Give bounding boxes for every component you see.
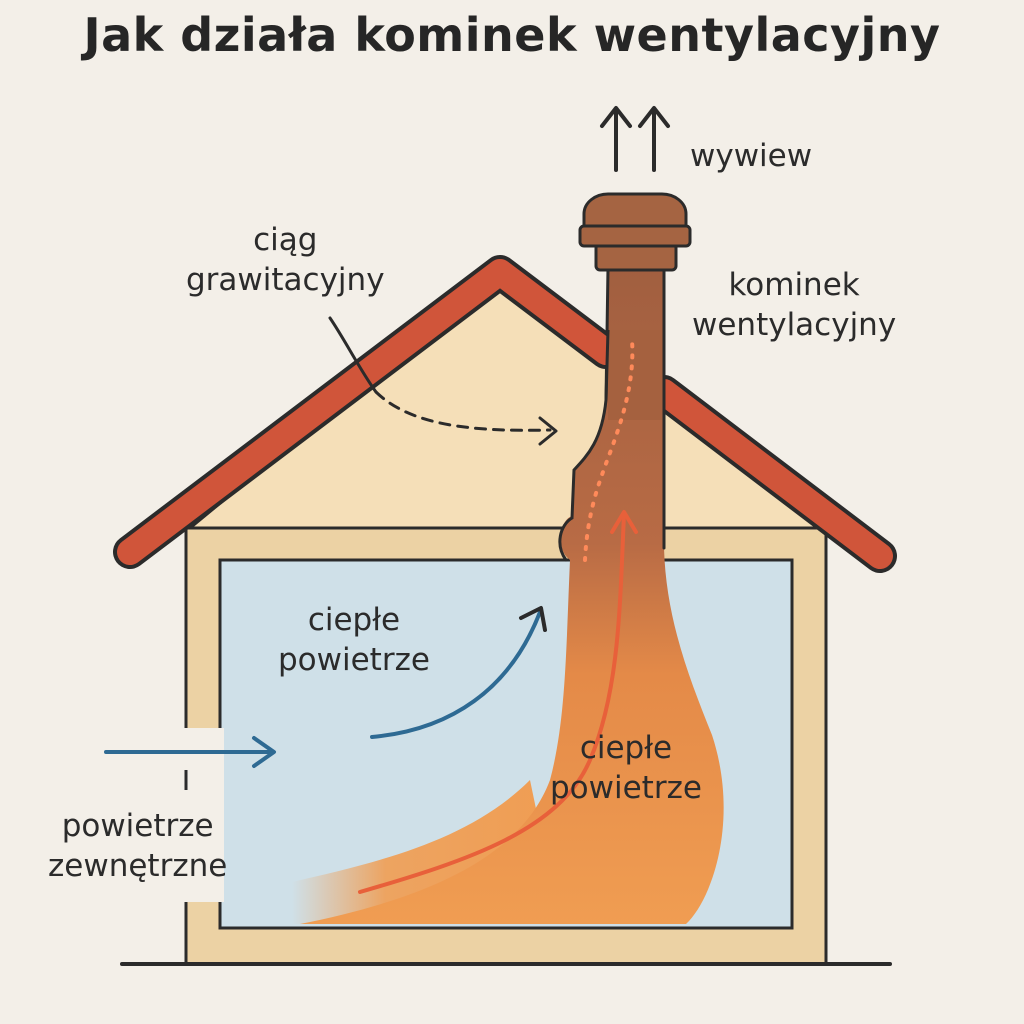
chimney-label-line2: wentylacyjny [692, 307, 897, 343]
outside-air-label: powietrze zewnętrzne [48, 806, 227, 886]
warm-air-label-room-line1: ciepłe [307, 602, 401, 638]
chimney-label: kominek wentylacyjny [692, 265, 896, 345]
warm-airflow-arrowhead [610, 510, 638, 534]
outside-air-arrowhead [252, 736, 276, 768]
warm-air-label-room-line2: powietrze [278, 642, 430, 678]
room-airflow-arrowhead [519, 606, 547, 632]
outside-air-label-line1: powietrze [61, 808, 214, 844]
stack-effect-label: ciąg grawitacyjny [186, 220, 385, 300]
room-airflow-arrow [370, 610, 542, 739]
warm-air-label-plume: ciepłe powietrze [550, 728, 702, 808]
chimney-overlap [608, 330, 664, 420]
stack-effect-arrowhead [538, 416, 558, 446]
diagram-title: Jak działa kominek wentylacyjny [83, 8, 941, 62]
warm-airflow-arrow [358, 512, 626, 894]
stack-effect-arrow-solid [328, 316, 378, 394]
warm-air-label-plume-line1: ciepłe [579, 730, 673, 766]
roof-left-slope-fill [117, 259, 619, 565]
warm-air-label-plume-line2: powietrze [550, 770, 702, 806]
chimney-label-line1: kominek [728, 267, 860, 303]
stack-effect-label-line2: grawitacyjny [186, 262, 385, 298]
chimney-airflow-dots [583, 338, 635, 562]
chimney-cap-dome [582, 192, 688, 228]
exhaust-arrowhead-left [600, 106, 632, 128]
stack-effect-label-line1: ciąg [253, 222, 318, 258]
warm-air-label-room: ciepłe powietrze [278, 600, 430, 680]
exhaust-label: wywiew [690, 138, 813, 174]
chimney-collar [594, 242, 678, 272]
wall-vent-opening [182, 728, 224, 902]
chimney-cap-band [578, 224, 692, 248]
stack-effect-arrow-dashed [374, 390, 552, 432]
chimney-overlap-edge [604, 329, 610, 401]
exhaust-arrowhead-right [638, 106, 670, 128]
outside-air-label-line2: zewnętrzne [48, 848, 228, 884]
roof-right-slope-fill [651, 379, 893, 569]
